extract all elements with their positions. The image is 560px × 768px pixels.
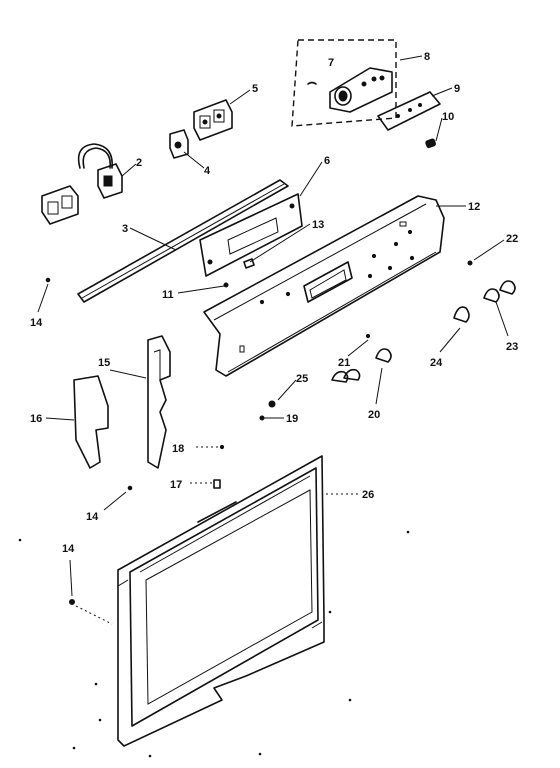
callout-9: 9 (454, 83, 460, 95)
callout-3: 3 (122, 223, 128, 235)
fastener-14-top (45, 277, 51, 283)
clock-overlay-plate (377, 91, 441, 131)
callout-15: 15 (98, 357, 110, 369)
callout-20: 20 (368, 409, 380, 421)
callout-14-mid: 14 (86, 511, 99, 523)
callout-12: 12 (468, 201, 480, 213)
callout-14-top: 14 (30, 317, 43, 329)
fastener-21 (365, 333, 371, 339)
double-switch (193, 99, 233, 141)
callout-17: 17 (170, 479, 182, 491)
knob-24 (453, 306, 470, 323)
side-trim-16 (73, 375, 109, 469)
callout-19: 19 (286, 413, 298, 425)
callout-26: 26 (362, 489, 374, 501)
control-bracket (199, 193, 303, 277)
fastener-14-bottom (69, 599, 75, 605)
trim-strip (77, 179, 289, 303)
callout-6: 6 (324, 155, 330, 167)
callout-24: 24 (430, 357, 443, 369)
lower-panel-26 (117, 455, 325, 747)
callout-8: 8 (424, 51, 430, 63)
knob-20 (375, 348, 392, 363)
main-control-panel (203, 195, 445, 377)
callout-23: 23 (506, 341, 518, 353)
callout-11: 11 (162, 289, 174, 301)
callout-21: 21 (338, 357, 350, 369)
callout-10: 10 (442, 111, 454, 123)
callout-25: 25 (296, 373, 308, 385)
fastener-19 (259, 415, 265, 421)
callout-16: 16 (30, 413, 42, 425)
switch-with-harness (41, 143, 123, 225)
callout-7: 7 (328, 57, 334, 69)
callout-5: 5 (252, 83, 258, 95)
side-bracket-15 (147, 335, 171, 469)
callout-18: 18 (172, 443, 184, 455)
callout-labels: 7 8 9 10 5 4 2 6 3 12 13 22 11 14 21 23 … (30, 51, 518, 555)
callout-2: 2 (136, 157, 142, 169)
scan-specks (18, 530, 410, 758)
callout-13: 13 (312, 219, 324, 231)
fastener-22 (467, 260, 473, 266)
knob-pair-23 (483, 280, 516, 303)
callout-4: 4 (204, 165, 211, 177)
fastener-18 (219, 444, 225, 450)
knob-pair-21 (331, 368, 361, 383)
callout-14-bottom: 14 (62, 543, 75, 555)
callout-22: 22 (506, 233, 518, 245)
fastener-25 (268, 400, 276, 408)
small-clip-11 (223, 282, 229, 288)
fastener-17 (213, 479, 221, 489)
clock-knob (425, 138, 437, 149)
clock-module-assembly (291, 39, 397, 127)
fastener-14-mid (127, 485, 133, 491)
small-screw-13 (243, 258, 255, 269)
leader-lines (37, 55, 509, 625)
single-switch (169, 129, 189, 159)
